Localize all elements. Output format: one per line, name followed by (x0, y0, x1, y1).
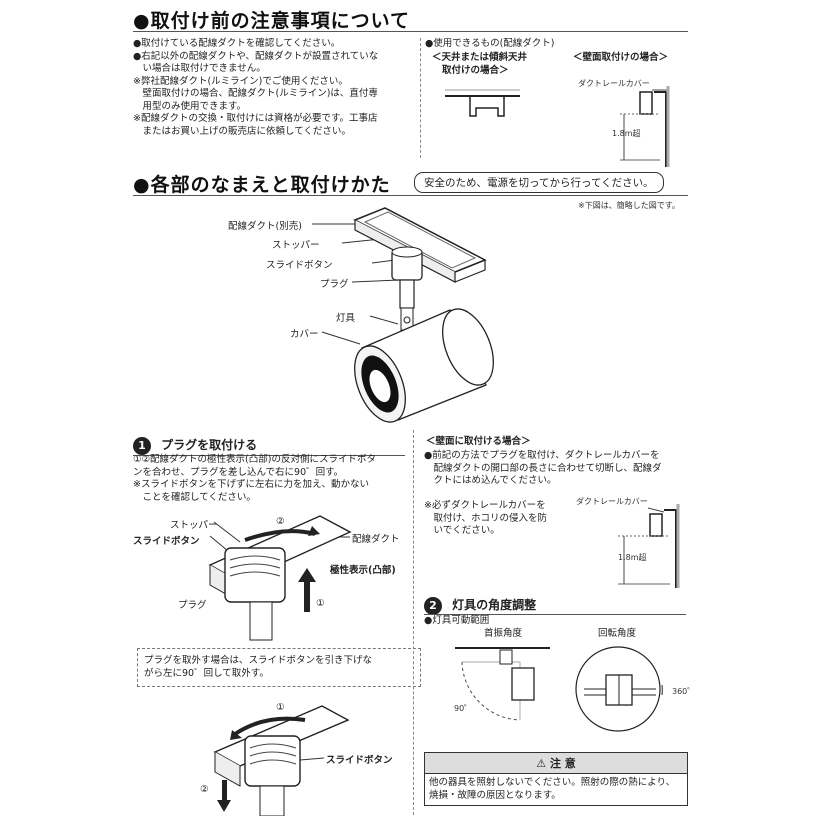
warning-icon: ⚠ (536, 757, 547, 770)
wall-note-line: 取付け、ホコリの侵入を防 (424, 512, 548, 524)
part-label-duct: 配線ダクト(別売) (228, 221, 302, 232)
section1-title: ●取付け前の注意事項について (133, 10, 411, 32)
divider (420, 38, 421, 158)
caution-line: 焼損・故障の原因となります。 (429, 789, 561, 801)
part-label-fixture: 灯具 (336, 313, 356, 324)
instruction-line: ことを確認してください。 (133, 491, 256, 503)
rotation-diagram (575, 646, 663, 732)
step1-step2-mark: ② (276, 516, 285, 527)
height-label: 1.8m超 (612, 129, 641, 138)
safety-notice: 安全のため、電源を切ってから行ってください。 (414, 172, 664, 193)
part-label-cover: カバー (290, 329, 319, 340)
section2-rule (133, 195, 688, 196)
step1-title: プラグを取付ける (161, 438, 258, 452)
remove-slide-button-label: スライドボタン (326, 755, 393, 766)
remove-note-box: プラグを取外す場合は、スライドボタンを引き下げな がら左に90゜回して取外す。 (137, 648, 421, 687)
note-line: い場合は取付けできません。 (133, 63, 266, 74)
wall-instructions: ●前記の方法でプラグを取付け、ダクトレールカバーを 配線ダクトの開口部の長さに合… (424, 450, 694, 488)
tilt-diagram (455, 647, 550, 721)
step2-rule (424, 614, 686, 615)
duct-cover-label: ダクトレールカバー (578, 79, 650, 88)
step1-plug-diagram (208, 515, 352, 641)
remove-note-line: がら左に90゜回して取外す。 (144, 667, 269, 679)
remove-plug-diagram (213, 705, 350, 816)
note-line: 壁面取付けの場合、配線ダクト(ルミライン)は、直付専 (133, 88, 378, 99)
wall-mount-diagram (618, 504, 680, 588)
note-line: 用型のみ使用できます。 (133, 100, 247, 112)
ceiling-case-label2: 取付けの場合＞ (442, 65, 509, 76)
wall-note-line: いでください。 (424, 525, 500, 536)
caution-line: 他の器具を照射しないでください。照射の際の熱により、 (429, 777, 676, 788)
instruction-line: ※スライドボタンを下げずに左右に力を加え、動かない (133, 479, 369, 490)
wall-duct-cover-label: ダクトレールカバー (576, 497, 648, 506)
part-label-plug: プラグ (320, 279, 349, 290)
step1-slide-button-label: スライドボタン (133, 536, 200, 547)
step1-step1-mark: ① (316, 598, 325, 609)
instruction-line: ①②配線ダクトの極性表示(凸部)の反対側にスライドボタ (133, 454, 376, 465)
caution-box: ⚠ 注 意 他の器具を照射しないでください。照射の際の熱により、 焼損・故障の原… (424, 752, 688, 806)
step1-rule (133, 455, 405, 456)
usable-title: ●使用できるもの(配線ダクト) (425, 38, 555, 49)
step1-plug-label: プラグ (178, 600, 207, 611)
wall-duct-diagram (620, 86, 670, 167)
wall-line: ●前記の方法でプラグを取付け、ダクトレールカバーを (424, 450, 660, 461)
step2-header: 2 灯具の角度調整 (424, 594, 536, 615)
wall-title: ＜壁面に取付ける場合＞ (426, 436, 531, 447)
instruction-line: ンを合わせ、プラグを差し込んで右に90゜回す。 (133, 466, 344, 478)
step1-duct-label: 配線ダクト (352, 534, 400, 545)
section1-notes: ●取付けている配線ダクトを確認してください。 ●右記以外の配線ダクトや、配線ダク… (133, 38, 418, 138)
note-line: ※弊社配線ダクト(ルミライン)でご使用ください。 (133, 75, 348, 87)
wall-note: ※必ずダクトレールカバーを 取付け、ホコリの侵入を防 いでください。 (424, 500, 574, 538)
wall-line: クトにはめ込んでください。 (424, 475, 557, 486)
tilt-degree: 90゜ (454, 704, 473, 713)
caution-body: 他の器具を照射しないでください。照射の際の熱により、 焼損・故障の原因となります… (425, 774, 687, 805)
rotation-degree: 360゜ (672, 687, 696, 696)
divider-middle (413, 430, 414, 815)
caution-title: 注 意 (549, 757, 576, 770)
step1-number: 1 (133, 437, 151, 455)
note-line: ※配線ダクトの交換・取付けには資格が必要です。工事店 (133, 113, 378, 124)
simplified-note: ※下図は、簡略した図です。 (578, 201, 680, 210)
caution-header: ⚠ 注 意 (425, 753, 687, 774)
part-label-slide-button: スライドボタン (266, 260, 333, 271)
fixture-illustration (312, 207, 494, 423)
ceiling-case-label: ＜天井または傾斜天井 (432, 52, 528, 63)
step1-polarity-label: 極性表示(凸部) (330, 565, 396, 576)
note-line: ●取付けている配線ダクトを確認してください。 (133, 38, 341, 49)
note-line: またはお買い上げの販売店に依頼してください。 (133, 125, 351, 137)
section2-title: ●各部のなまえと取付けかた (133, 174, 391, 196)
section1-rule (133, 31, 688, 32)
note-line: ●右記以外の配線ダクトや、配線ダクトが設置されていな (133, 50, 379, 62)
remove-note-line: プラグを取外す場合は、スライドボタンを引き下げな (144, 655, 373, 666)
ceiling-duct-diagram (445, 89, 520, 117)
remove-step1-mark: ① (276, 702, 285, 713)
step2-title: 灯具の角度調整 (452, 598, 537, 612)
step1-stopper-label: ストッパー (170, 520, 218, 531)
step2-number: 2 (424, 597, 442, 615)
remove-step2-mark: ② (200, 784, 209, 795)
part-label-stopper: ストッパー (272, 240, 320, 251)
step2-range-label: ●灯具可動範囲 (424, 615, 490, 626)
wall-case-label: ＜壁面取付けの場合＞ (573, 52, 669, 63)
rotate-label: 回転角度 (598, 628, 637, 639)
wall-height-label: 1.8m超 (618, 553, 647, 562)
tilt-label: 首振角度 (484, 628, 523, 639)
step1-header: 1 プラグを取付ける (133, 434, 257, 455)
step1-instructions: ①②配線ダクトの極性表示(凸部)の反対側にスライドボタ ンを合わせ、プラグを差し… (133, 454, 413, 504)
wall-line: 配線ダクトの開口部の長さに合わせて切断し、配線ダ (424, 462, 662, 474)
wall-note-line: ※必ずダクトレールカバーを (424, 500, 546, 511)
